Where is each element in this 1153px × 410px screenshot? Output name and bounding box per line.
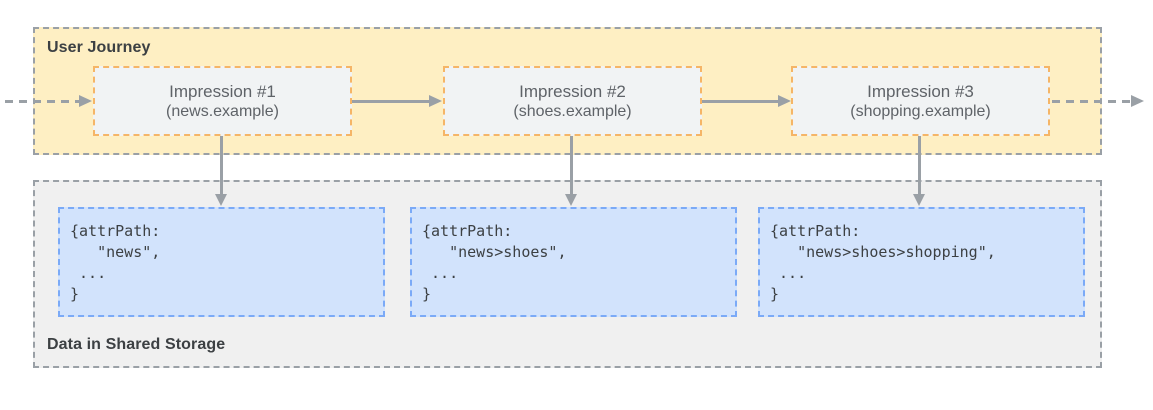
impression-box-1: Impression #1 (news.example) (93, 66, 352, 136)
down-arrow-3-line (918, 136, 921, 195)
impression-2-title: Impression #2 (519, 81, 626, 101)
arrowhead-right-icon (429, 95, 442, 107)
shared-storage-label: Data in Shared Storage (47, 336, 226, 353)
storage-card-1-code: {attrPath: "news", ... } (70, 222, 161, 303)
storage-card-3-code: {attrPath: "news>shoes>shopping", ... } (770, 222, 996, 303)
storage-card-2-code: {attrPath: "news>shoes", ... } (422, 222, 567, 303)
impression-box-2: Impression #2 (shoes.example) (443, 66, 702, 136)
user-journey-label: User Journey (47, 39, 151, 56)
down-arrow-2-line (570, 136, 573, 195)
impression-3-title: Impression #3 (867, 81, 974, 101)
impression-3-subtitle: (shopping.example) (850, 102, 991, 120)
impression-1-subtitle: (news.example) (166, 102, 279, 120)
arrowhead-down-icon (913, 194, 925, 206)
flow-arrow-2-3-line (702, 100, 780, 103)
arrowhead-down-icon (565, 194, 577, 206)
down-arrow-1-line (220, 136, 223, 195)
arrowhead-right-icon (1131, 95, 1144, 107)
impression-box-3: Impression #3 (shopping.example) (791, 66, 1050, 136)
impression-1-title: Impression #1 (169, 81, 276, 101)
storage-card-2: {attrPath: "news>shoes", ... } (410, 207, 737, 317)
storage-card-1: {attrPath: "news", ... } (58, 207, 385, 317)
impression-2-subtitle: (shoes.example) (513, 102, 632, 120)
arrowhead-down-icon (215, 194, 227, 206)
flow-arrow-in-line (5, 100, 80, 103)
arrowhead-right-icon (79, 95, 92, 107)
flow-arrow-1-2-line (352, 100, 430, 103)
arrowhead-right-icon (778, 95, 791, 107)
flow-arrow-out-line (1052, 100, 1132, 103)
storage-card-3: {attrPath: "news>shoes>shopping", ... } (758, 207, 1085, 317)
